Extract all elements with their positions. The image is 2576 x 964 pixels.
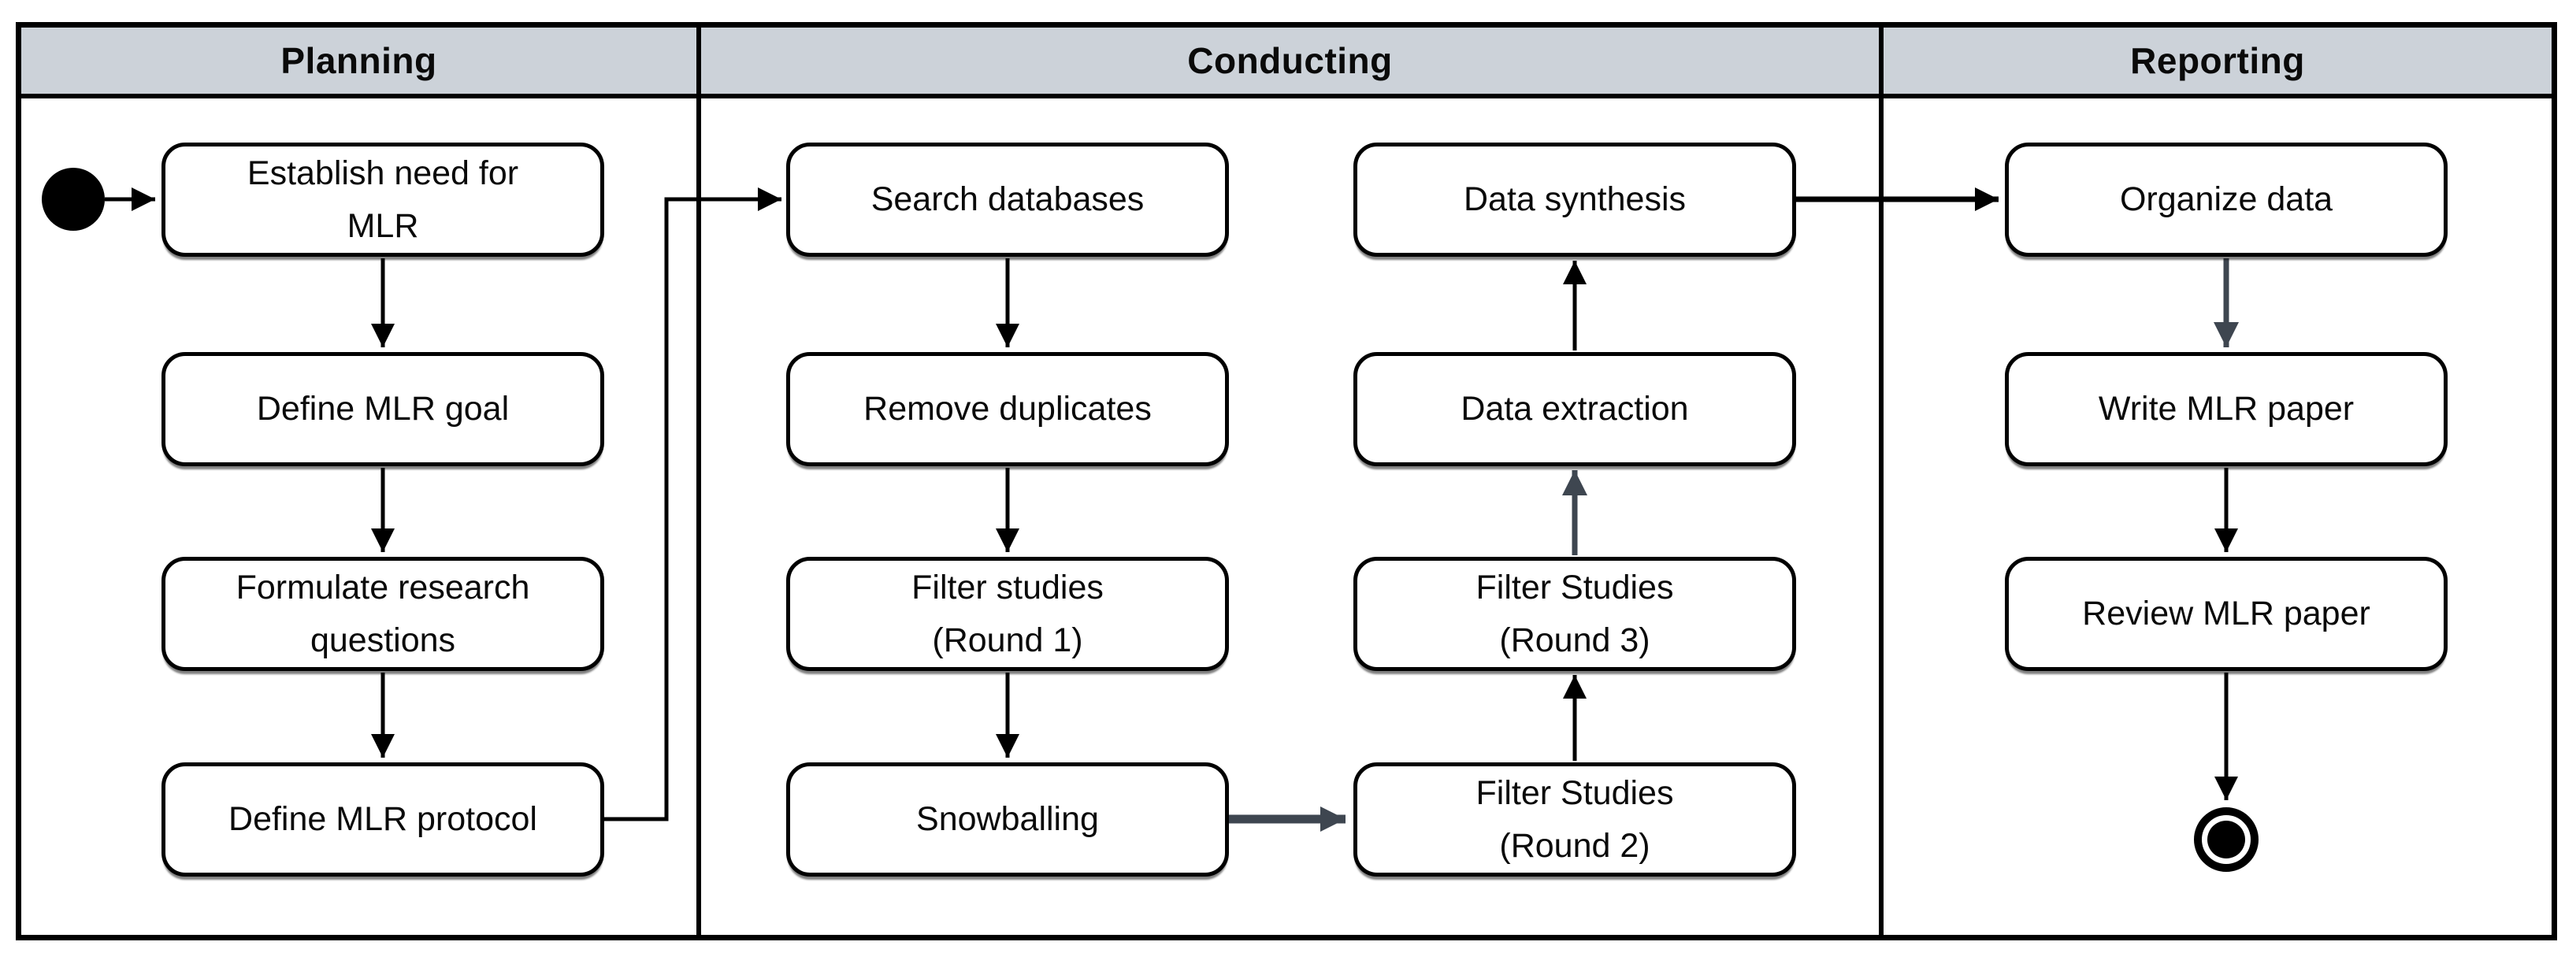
lane-title: Reporting — [2130, 40, 2305, 81]
activity-organize-data: Organize data — [2005, 143, 2448, 257]
lane-title: Planning — [280, 40, 437, 81]
activity-remove-duplicates: Remove duplicates — [786, 352, 1229, 466]
activity-establish-need: Establish need for MLR — [161, 143, 604, 257]
edge-define-protocol-to-search-databases — [604, 187, 781, 821]
activity-search-databases: Search databases — [786, 143, 1229, 257]
activity-data-synthesis: Data synthesis — [1353, 143, 1796, 257]
activity-write-paper: Write MLR paper — [2005, 352, 2448, 466]
lane-header-reporting: Reporting — [1884, 28, 2552, 98]
activity-final-node-icon — [2194, 807, 2259, 872]
activity-filter-round2: Filter Studies (Round 2) — [1353, 762, 1796, 877]
lane-reporting: Reporting — [1884, 28, 2552, 935]
activity-filter-round1: Filter studies (Round 1) — [786, 557, 1229, 671]
activity-define-protocol: Define MLR protocol — [161, 762, 604, 877]
activity-define-goal: Define MLR goal — [161, 352, 604, 466]
initial-node-icon — [42, 168, 105, 231]
activity-filter-round3: Filter Studies (Round 3) — [1353, 557, 1796, 671]
lane-header-conducting: Conducting — [701, 28, 1879, 98]
lane-planning: Planning — [21, 28, 701, 935]
lane-title: Conducting — [1187, 40, 1393, 81]
activity-data-extraction: Data extraction — [1353, 352, 1796, 466]
activity-review-paper: Review MLR paper — [2005, 557, 2448, 671]
lane-header-planning: Planning — [21, 28, 696, 98]
activity-formulate-rqs: Formulate research questions — [161, 557, 604, 671]
activity-snowballing: Snowballing — [786, 762, 1229, 877]
lane-conducting: Conducting — [701, 28, 1884, 935]
